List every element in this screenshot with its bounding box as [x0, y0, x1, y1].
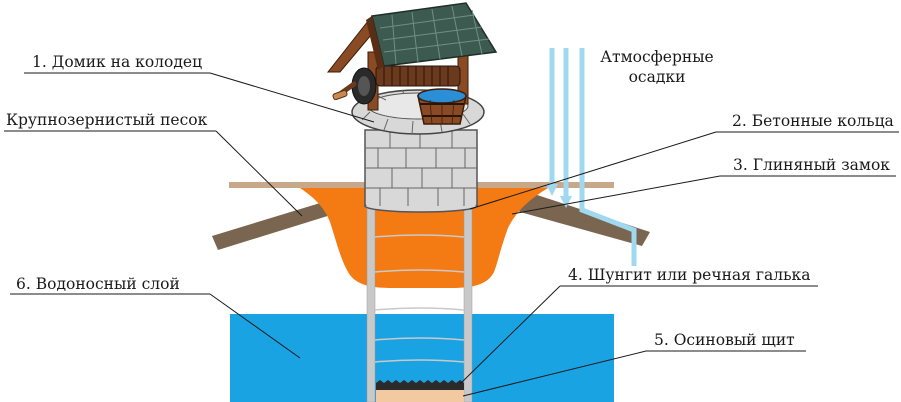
leader-sand [215, 130, 303, 217]
label-aspen-shield: 5. Осиновый щит [654, 331, 795, 349]
label-sand: Крупнозернистый песок [6, 111, 208, 129]
bucket-icon [417, 88, 467, 125]
drain-pipe-left [212, 200, 334, 250]
label-shungite: 4. Шунгит или речная галька [568, 266, 810, 284]
precipitation-arrowheads [546, 184, 572, 208]
label-precipitation-line1: Атмосферные [600, 48, 713, 66]
leader-aspen-shield [462, 350, 647, 397]
leader-shungite [459, 285, 561, 385]
drain-pipe-right [500, 192, 650, 246]
shaft-wall-left [366, 189, 376, 402]
clay-lock [300, 188, 548, 288]
shungite-layer [376, 380, 464, 390]
leader-rings [469, 131, 717, 210]
label-clay-lock: 3. Глиняный замок [733, 156, 890, 174]
label-precipitation-line2: осадки [629, 68, 686, 86]
leader-clay-lock [511, 175, 721, 215]
leader-aquifer [209, 293, 301, 359]
crank-icon [332, 67, 377, 105]
aspen-shield [376, 390, 464, 402]
windlass-drum [375, 65, 461, 87]
precipitation-streams [549, 48, 637, 266]
label-rings: 2. Бетонные кольца [732, 112, 894, 130]
shaft-rings [374, 234, 465, 363]
label-aquifer: 6. Водоносный слой [16, 275, 180, 293]
label-house: 1. Домик на колодец [32, 53, 202, 71]
leader-house [209, 72, 375, 123]
roof-icon [326, 2, 498, 73]
shaft-wall-right [463, 189, 473, 402]
